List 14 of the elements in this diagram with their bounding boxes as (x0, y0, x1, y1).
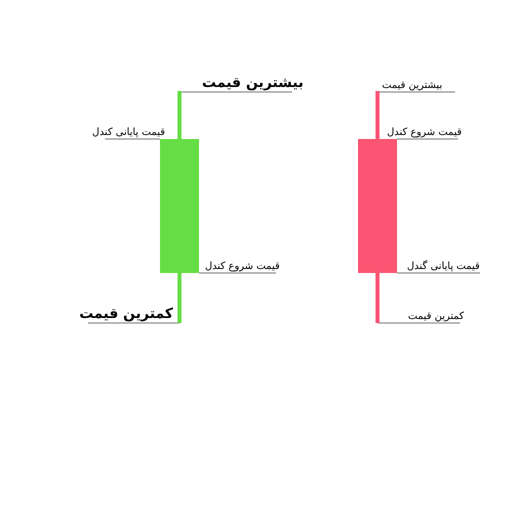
leader-line (396, 138, 458, 140)
price-label: کمترین قیمت (408, 310, 464, 322)
leader-line (377, 322, 460, 324)
price-label: بیشترین قیمت (202, 74, 304, 91)
leader-line (104, 138, 160, 140)
leader-line (396, 272, 480, 274)
price-label: قیمت پایانی گندل (407, 260, 480, 272)
leader-line (88, 322, 180, 324)
price-label: قیمت شروع کندل (387, 126, 462, 138)
price-label: بیشترین قیمت (382, 80, 442, 91)
price-label: کمترین قیمت (79, 306, 173, 322)
price-label: قیمت پایانی کندل (92, 126, 165, 138)
price-label: قیمت شروع کندل (205, 260, 280, 272)
leader-line (198, 272, 276, 274)
